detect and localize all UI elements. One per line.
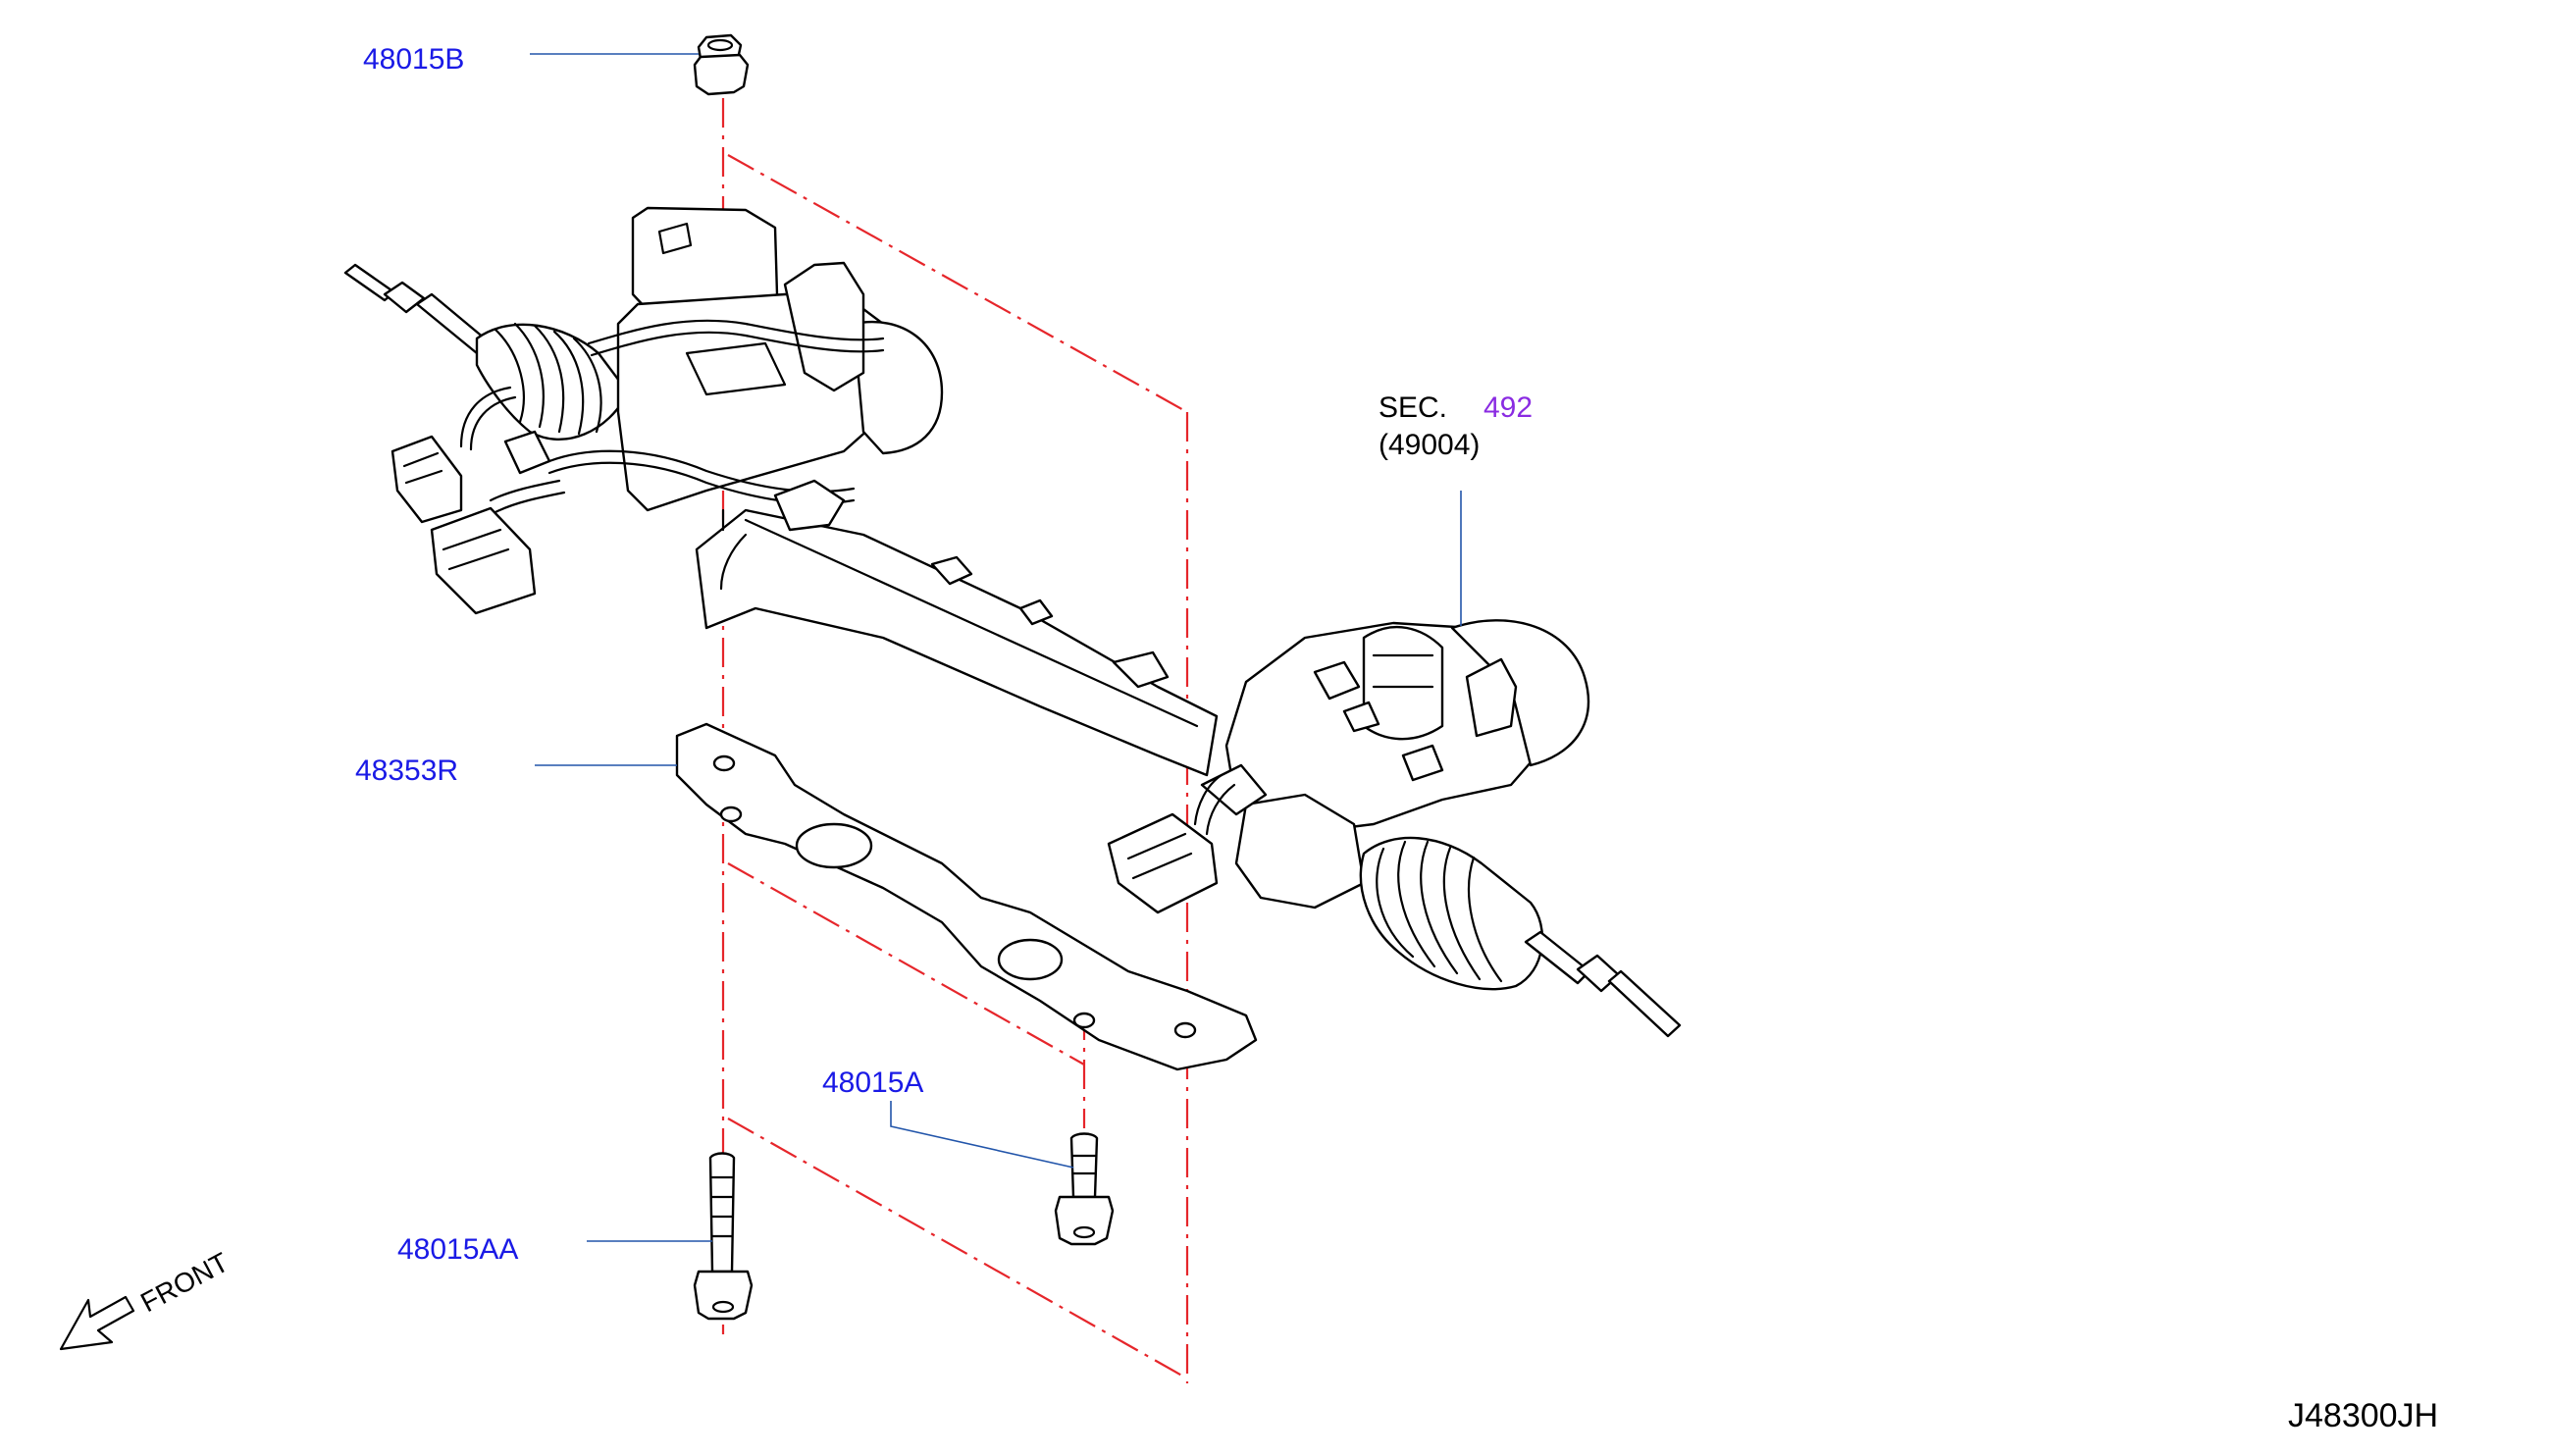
bolt-48015AA (693, 1152, 754, 1321)
bracket-48353R (675, 722, 1258, 1071)
section-ref: (49004) (1379, 429, 1480, 461)
front-indicator: FRONT (59, 1247, 234, 1351)
front-label: FRONT (135, 1247, 234, 1319)
leader-lines (530, 53, 1462, 1242)
leader-48015A (890, 1101, 1074, 1169)
front-arrow-icon (59, 1295, 135, 1351)
part-number-48015AA[interactable]: 48015AA (397, 1233, 518, 1266)
section-prefix: SEC. (1379, 391, 1447, 424)
diagram-id: J48300JH (2288, 1397, 2438, 1434)
part-number-48015B[interactable]: 48015B (363, 43, 464, 76)
part-number-48353R[interactable]: 48353R (355, 754, 458, 787)
section-link-492[interactable]: 492 (1483, 391, 1533, 424)
part-number-48015A[interactable]: 48015A (822, 1066, 923, 1099)
nut-48015B (693, 33, 750, 96)
bolt-48015A (1054, 1132, 1115, 1246)
steering-gear-assembly (343, 206, 1682, 1038)
